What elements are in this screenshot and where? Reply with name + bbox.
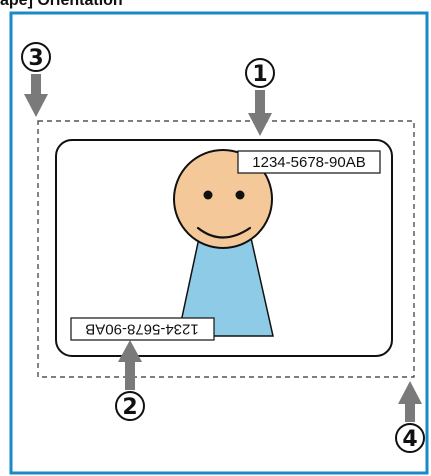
arrow-down-icon xyxy=(248,90,272,136)
serial-label-bottom: 1234-5678-90AB xyxy=(85,321,198,338)
callout-2-number: 2 xyxy=(122,395,137,420)
arrow-up-icon xyxy=(398,381,422,422)
serial-label-top: 1234-5678-90AB xyxy=(252,154,365,171)
callout-3-number: 3 xyxy=(28,46,43,71)
left-eye xyxy=(204,191,213,200)
right-eye xyxy=(236,191,245,200)
arrow-down-icon xyxy=(24,74,48,117)
callout-4-number: 4 xyxy=(402,427,417,452)
callout-1-number: 1 xyxy=(252,62,267,87)
